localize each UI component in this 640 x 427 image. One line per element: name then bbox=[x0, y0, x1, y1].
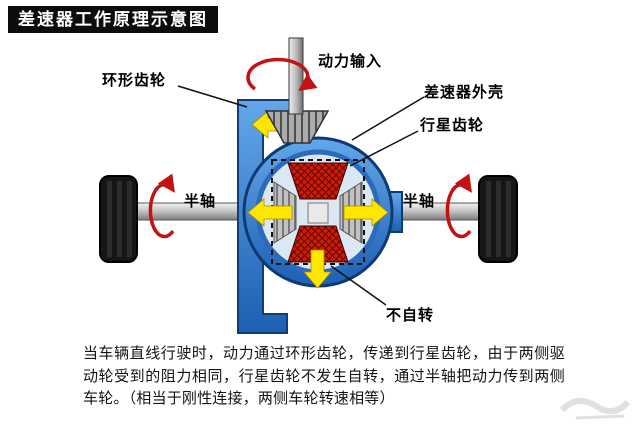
torque-arrows bbox=[247, 110, 389, 289]
page-title: 差速器工作原理示意图 bbox=[8, 6, 218, 34]
cross-shaft-center bbox=[307, 202, 329, 224]
wheel-rotation-arrow-right bbox=[445, 173, 472, 239]
label-planet-gear: 行星齿轮 bbox=[420, 117, 485, 134]
label-housing: 差速器外壳 bbox=[424, 84, 505, 101]
label-ring-gear: 环形齿轮 bbox=[102, 72, 167, 89]
yellow-arrow-left bbox=[247, 198, 293, 227]
caption-text: 当车辆直线行驶时，动力通过环形齿轮，传递到行星齿轮，由于两侧驱动轮受到的阻力相同… bbox=[83, 345, 565, 407]
label-no-rotation: 不自转 bbox=[386, 307, 435, 324]
planet-gear-bottom bbox=[287, 225, 349, 263]
pointer-planet-gear bbox=[349, 130, 419, 167]
left-wheel bbox=[99, 175, 138, 263]
planet-gear-top bbox=[287, 162, 349, 200]
label-half-shaft-left: 半轴 bbox=[184, 193, 217, 210]
input-shaft bbox=[288, 37, 304, 115]
pointer-no-rotation bbox=[330, 265, 387, 306]
wheel-rotation-arrow-left bbox=[148, 173, 175, 239]
pointer-housing bbox=[351, 96, 425, 141]
yellow-arrow-right bbox=[343, 198, 389, 227]
input-rotation-arrow bbox=[246, 57, 318, 92]
input-bevel-gear bbox=[264, 110, 330, 144]
pointer-ring-gear bbox=[177, 85, 248, 108]
label-power-input: 动力输入 bbox=[318, 53, 383, 70]
label-half-shaft-right: 半轴 bbox=[403, 193, 436, 210]
yellow-arrow-down bbox=[303, 249, 332, 289]
watermark-logo bbox=[559, 397, 631, 420]
right-wheel bbox=[478, 175, 518, 263]
